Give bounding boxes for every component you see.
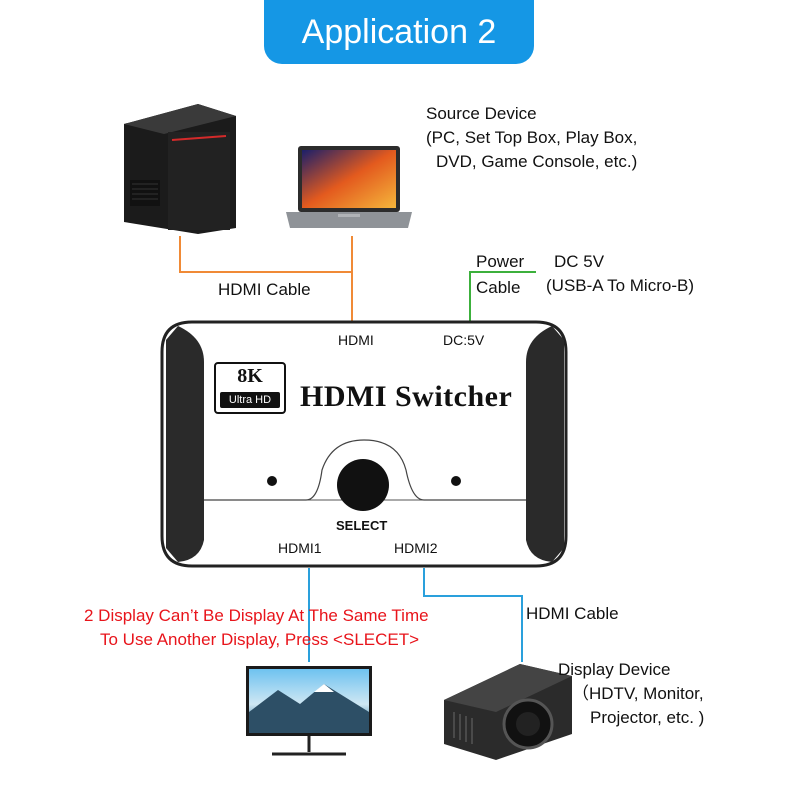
- pc-tower-icon: [124, 104, 236, 234]
- badge-8k-text: 8K: [237, 365, 263, 387]
- select-button-label: SELECT: [336, 518, 388, 533]
- source-device-line2: (PC, Set Top Box, Play Box,: [426, 128, 638, 147]
- hdmi-cable-label-bottom: HDMI Cable: [526, 604, 619, 623]
- hdmi-input-cable-line: [179, 236, 353, 322]
- note-line1: 2 Display Can’t Be Display At The Same T…: [84, 606, 429, 625]
- select-button-graphic: [337, 459, 389, 511]
- laptop-icon: [286, 146, 412, 228]
- power-label-line2: Cable: [476, 278, 521, 297]
- display-device-line3: Projector, etc. ): [590, 708, 705, 727]
- title-banner: Application 2: [264, 0, 534, 64]
- hdmi-input-port-label: HDMI: [338, 332, 374, 348]
- hdmi-output-cable-line: [308, 568, 523, 662]
- projector-icon: [444, 664, 572, 760]
- display-device-line2: （HDTV, Monitor,: [572, 684, 704, 703]
- hdmi-cable-label-top: HDMI Cable: [218, 280, 311, 299]
- dc-5v-label: DC 5V: [554, 252, 605, 271]
- hdmi1-port-label: HDMI1: [278, 540, 322, 556]
- monitor-icon: [246, 666, 372, 756]
- note-line2: To Use Another Display, Press <SLECET>: [100, 630, 420, 649]
- source-device-line3: DVD, Game Console, etc.): [436, 152, 638, 171]
- hdmi2-port-label: HDMI2: [394, 540, 438, 556]
- switcher-product-name: HDMI Switcher: [300, 380, 513, 413]
- source-device-title: Source Device: [426, 104, 537, 123]
- usb-cable-type-label: (USB-A To Micro-B): [546, 276, 694, 295]
- badge-ultra-hd-text: Ultra HD: [220, 392, 280, 408]
- power-label-line1: Power: [476, 252, 525, 271]
- dc-port-label: DC:5V: [443, 332, 485, 348]
- banner-title: Application 2: [301, 12, 497, 51]
- power-cable-line: [469, 271, 536, 322]
- 8k-badge: 8K Ultra HD: [214, 362, 286, 414]
- display-device-title: Display Device: [558, 660, 671, 679]
